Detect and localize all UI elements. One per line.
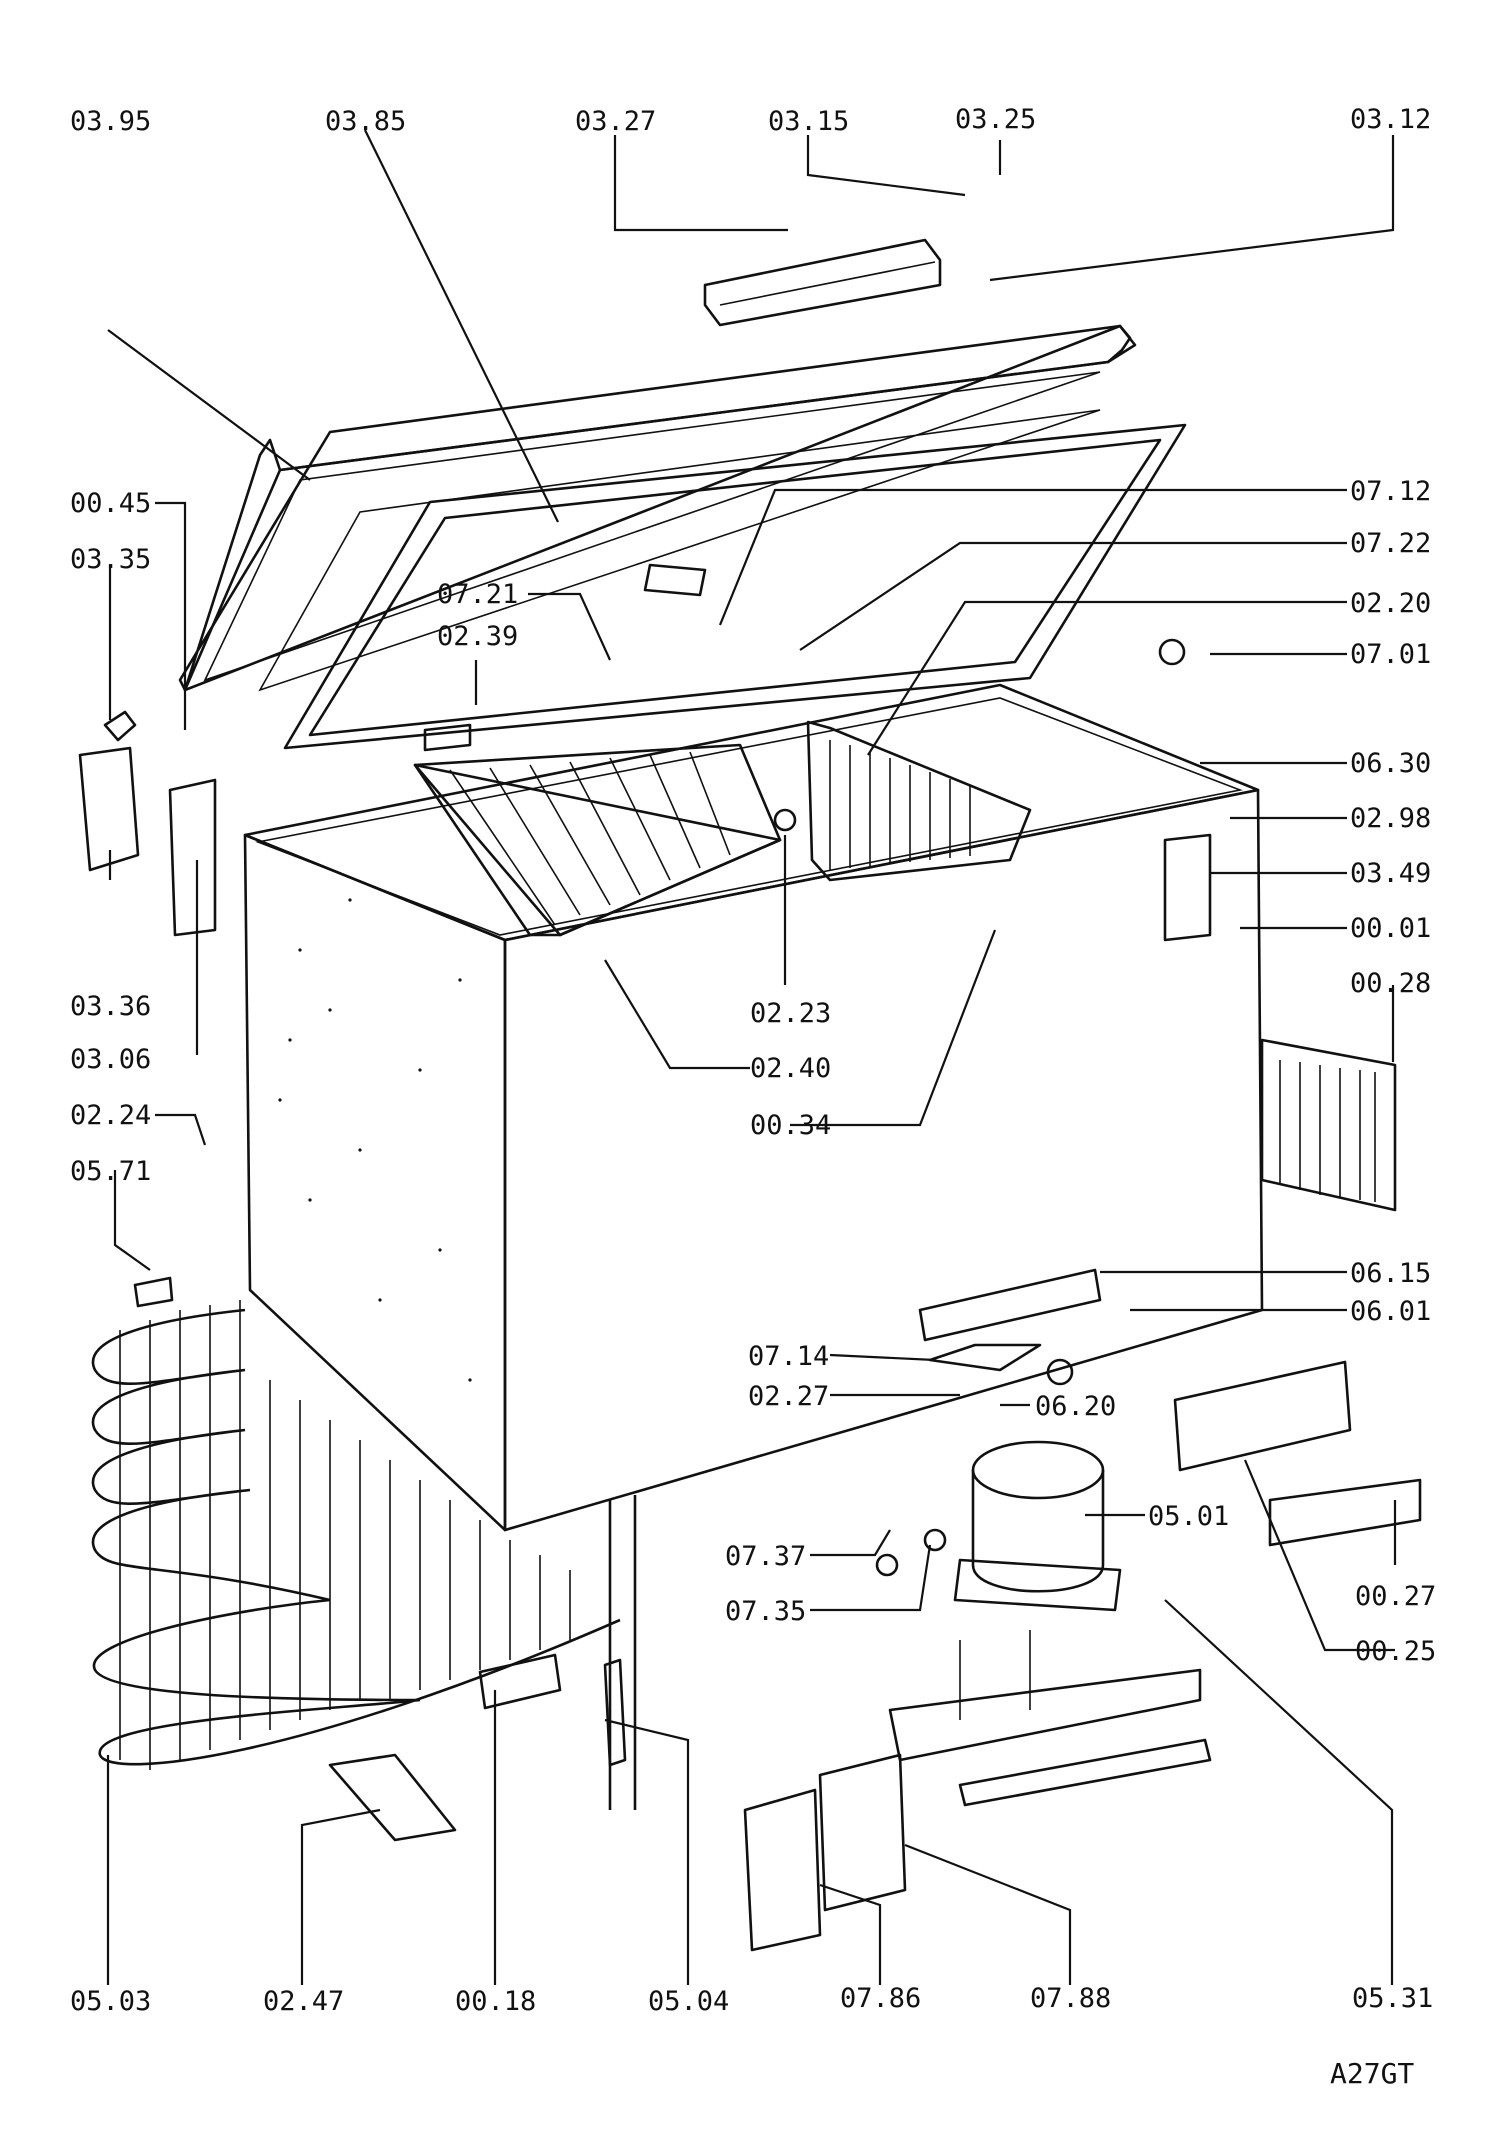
label-07-22: 07.22 bbox=[1350, 528, 1431, 559]
label-07-01: 07.01 bbox=[1350, 639, 1431, 670]
label-05-71: 05.71 bbox=[70, 1156, 151, 1187]
label-05-31: 05.31 bbox=[1352, 1983, 1433, 2014]
label-07-21: 07.21 bbox=[437, 579, 518, 610]
label-00-45: 00.45 bbox=[70, 488, 151, 519]
front-panel bbox=[1173, 1360, 1422, 1547]
label-00-01: 00.01 bbox=[1350, 913, 1431, 944]
condenser-coil bbox=[91, 1300, 621, 1770]
label-07-14: 07.14 bbox=[748, 1341, 829, 1372]
label-02-39: 02.39 bbox=[437, 621, 518, 652]
label-07-12: 07.12 bbox=[1350, 476, 1431, 507]
label-03-27: 03.27 bbox=[575, 106, 656, 137]
lid-inner-liner bbox=[283, 423, 1187, 750]
label-00-25: 00.25 bbox=[1355, 1636, 1436, 1667]
label-06-01: 06.01 bbox=[1350, 1296, 1431, 1327]
side-vent-grille bbox=[1260, 1038, 1397, 1212]
label-03-25: 03.25 bbox=[955, 104, 1036, 135]
label-03-36: 03.36 bbox=[70, 991, 151, 1022]
label-00-34: 00.34 bbox=[750, 1110, 831, 1141]
label-02-98: 02.98 bbox=[1350, 803, 1431, 834]
label-07-86: 07.86 bbox=[840, 1983, 921, 2014]
label-03-12: 03.12 bbox=[1350, 104, 1431, 135]
freezer-lid bbox=[178, 324, 1137, 692]
lamp-housing bbox=[743, 1753, 907, 1952]
label-06-30: 06.30 bbox=[1350, 748, 1431, 779]
label-03-15: 03.15 bbox=[768, 106, 849, 137]
label-02-20: 02.20 bbox=[1350, 588, 1431, 619]
part-labels: 03.95 03.85 03.27 03.15 03.25 03.12 00.4… bbox=[70, 104, 1436, 2090]
label-03-06: 03.06 bbox=[70, 1044, 151, 1075]
compressor bbox=[953, 1440, 1122, 1612]
label-06-20: 06.20 bbox=[1035, 1391, 1116, 1422]
label-03-95: 03.95 bbox=[70, 106, 151, 137]
label-07-37: 07.37 bbox=[725, 1541, 806, 1572]
lid-handle bbox=[703, 238, 942, 327]
diagram-reference-code: A27GT bbox=[1330, 2057, 1414, 2090]
leader-lines bbox=[106, 129, 1397, 1985]
evaporator-divider bbox=[806, 720, 1032, 882]
small-parts bbox=[78, 563, 1212, 1842]
label-05-01: 05.01 bbox=[1148, 1501, 1229, 1532]
label-05-04: 05.04 bbox=[648, 1986, 729, 2017]
label-02-24: 02.24 bbox=[70, 1100, 151, 1131]
label-06-15: 06.15 bbox=[1350, 1258, 1431, 1289]
label-07-35: 07.35 bbox=[725, 1596, 806, 1627]
label-02-23: 02.23 bbox=[750, 998, 831, 1029]
label-07-88: 07.88 bbox=[1030, 1983, 1111, 2014]
label-00-28: 00.28 bbox=[1350, 968, 1431, 999]
label-02-40: 02.40 bbox=[750, 1053, 831, 1084]
label-02-47: 02.47 bbox=[263, 1986, 344, 2017]
label-03-49: 03.49 bbox=[1350, 858, 1431, 889]
label-03-85: 03.85 bbox=[325, 106, 406, 137]
compressor-tray bbox=[888, 1630, 1212, 1807]
wire-basket bbox=[413, 743, 782, 937]
control-panel-strip bbox=[918, 1268, 1102, 1342]
label-00-27: 00.27 bbox=[1355, 1581, 1436, 1612]
label-02-27: 02.27 bbox=[748, 1381, 829, 1412]
label-00-18: 00.18 bbox=[455, 1986, 536, 2017]
label-05-03: 05.03 bbox=[70, 1986, 151, 2017]
label-03-35: 03.35 bbox=[70, 544, 151, 575]
